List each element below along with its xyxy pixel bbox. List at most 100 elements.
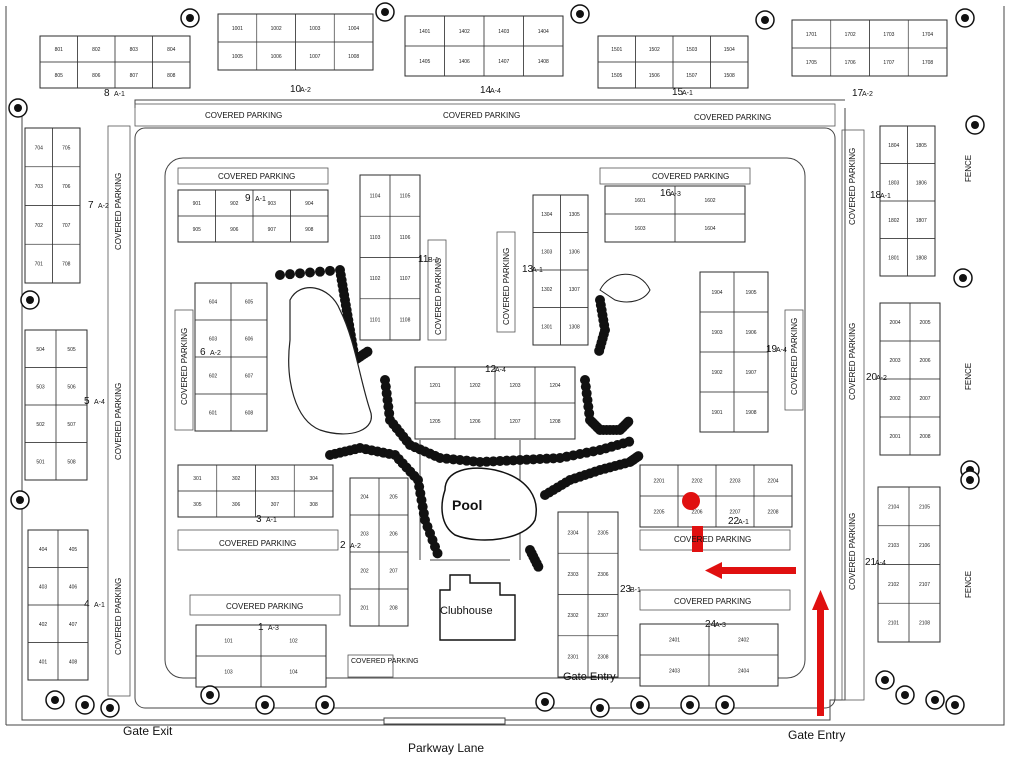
building-number: 13: [522, 264, 534, 275]
shrub: [285, 269, 295, 280]
unit-number: 801: [55, 47, 64, 53]
unit-number: 1207: [509, 419, 520, 425]
tree-center: [961, 14, 969, 22]
unit-number: 2307: [597, 613, 608, 619]
unit-number: 1101: [370, 317, 381, 323]
unit: [333, 41, 374, 71]
unit-number: 401: [39, 659, 48, 665]
covered-parking-label: COVERED PARKING: [848, 512, 857, 590]
unit-number: 1006: [271, 54, 282, 60]
unit-number: 2004: [889, 320, 900, 326]
unit: [523, 45, 564, 77]
unit-number: 203: [360, 532, 369, 538]
unit-number: 1408: [538, 59, 549, 65]
tree-center: [966, 476, 974, 484]
clubhouse-label: Clubhouse: [440, 605, 493, 617]
unit-number: 1902: [711, 370, 722, 376]
covered-parking-label: COVERED PARKING: [674, 597, 752, 606]
unit-number: 1504: [724, 47, 735, 53]
unit-number: 2105: [919, 504, 930, 510]
unit: [587, 635, 619, 678]
covered-parking-label: COVERED PARKING: [790, 317, 799, 395]
unit-number: 608: [245, 411, 254, 417]
unit-number: 1407: [498, 59, 509, 65]
unit-number: 1205: [429, 419, 440, 425]
unit: [52, 243, 81, 284]
unit-number: 2402: [738, 638, 749, 644]
unit-number: 1008: [348, 54, 359, 60]
tree-center: [951, 701, 959, 709]
covered-parking-label: COVERED PARKING: [218, 172, 296, 181]
unit: [57, 642, 89, 681]
unit-number: 302: [232, 476, 241, 482]
unit-number: 306: [232, 502, 241, 508]
unit-number: 301: [193, 476, 202, 482]
unit-number: 1604: [704, 226, 715, 232]
unit-number: 1506: [649, 73, 660, 79]
unit-number: 1302: [541, 287, 552, 293]
unit-number: 1704: [922, 32, 933, 38]
building-number: 19: [766, 344, 778, 355]
unit-number: 502: [36, 422, 45, 428]
unit-number: 602: [209, 374, 218, 380]
building-number: 9: [245, 193, 251, 204]
covered-parking-label: COVERED PARKING: [694, 113, 772, 122]
unit-number: 2308: [597, 654, 608, 660]
building-number: 15: [672, 87, 684, 98]
unit-number: 303: [271, 476, 280, 482]
shrub: [533, 561, 544, 572]
unit-number: 2101: [888, 621, 899, 627]
unit-number: 508: [67, 459, 76, 465]
unit-number: 807: [130, 73, 139, 79]
unit: [560, 307, 589, 346]
building-number: 12: [485, 364, 497, 375]
covered-parking-label: COVERED PARKING: [848, 147, 857, 225]
unit-number: 902: [230, 201, 239, 207]
unit: [907, 238, 936, 277]
unit-number: 804: [167, 47, 176, 53]
tree-center: [636, 701, 644, 709]
unit-number: 1903: [711, 330, 722, 336]
parkway-lane-label: Parkway Lane: [408, 741, 485, 755]
unit-number: 803: [130, 47, 139, 53]
unit-number: 308: [309, 502, 318, 508]
building-type: A-1: [682, 90, 693, 97]
building-type: A-1: [880, 193, 891, 200]
unit-number: 707: [62, 223, 71, 229]
unit: [389, 298, 421, 341]
building-number: 22: [728, 516, 740, 527]
unit-number: 706: [62, 184, 71, 190]
unit: [710, 61, 749, 89]
unit-number: 1705: [806, 60, 817, 66]
covered-parking-label: COVERED PARKING: [351, 658, 419, 665]
unit-number: 1405: [419, 59, 430, 65]
parking-strips: [107, 103, 865, 701]
unit-number: 403: [39, 584, 48, 590]
tree-center: [959, 274, 967, 282]
covered-parking-label: COVERED PARKING: [674, 535, 752, 544]
building-type: A-1: [532, 267, 543, 274]
unit-number: 1905: [745, 290, 756, 296]
unit-number: 1305: [569, 212, 580, 218]
tree-center: [686, 701, 694, 709]
building-type: A-3: [715, 622, 726, 629]
unit-number: 2108: [919, 621, 930, 627]
unit-number: 205: [389, 495, 398, 501]
unit-number: 1806: [916, 180, 927, 186]
fence-label-2: FENCE: [964, 362, 973, 390]
unit-number: 1906: [745, 330, 756, 336]
tree-center: [51, 696, 59, 704]
unit-number: 906: [230, 227, 239, 233]
unit-number: 705: [62, 145, 71, 151]
covered-parking-label: COVERED PARKING: [434, 257, 443, 335]
unit-number: 2201: [653, 479, 664, 485]
building-type: A-4: [776, 347, 787, 354]
unit-number: 1703: [883, 32, 894, 38]
